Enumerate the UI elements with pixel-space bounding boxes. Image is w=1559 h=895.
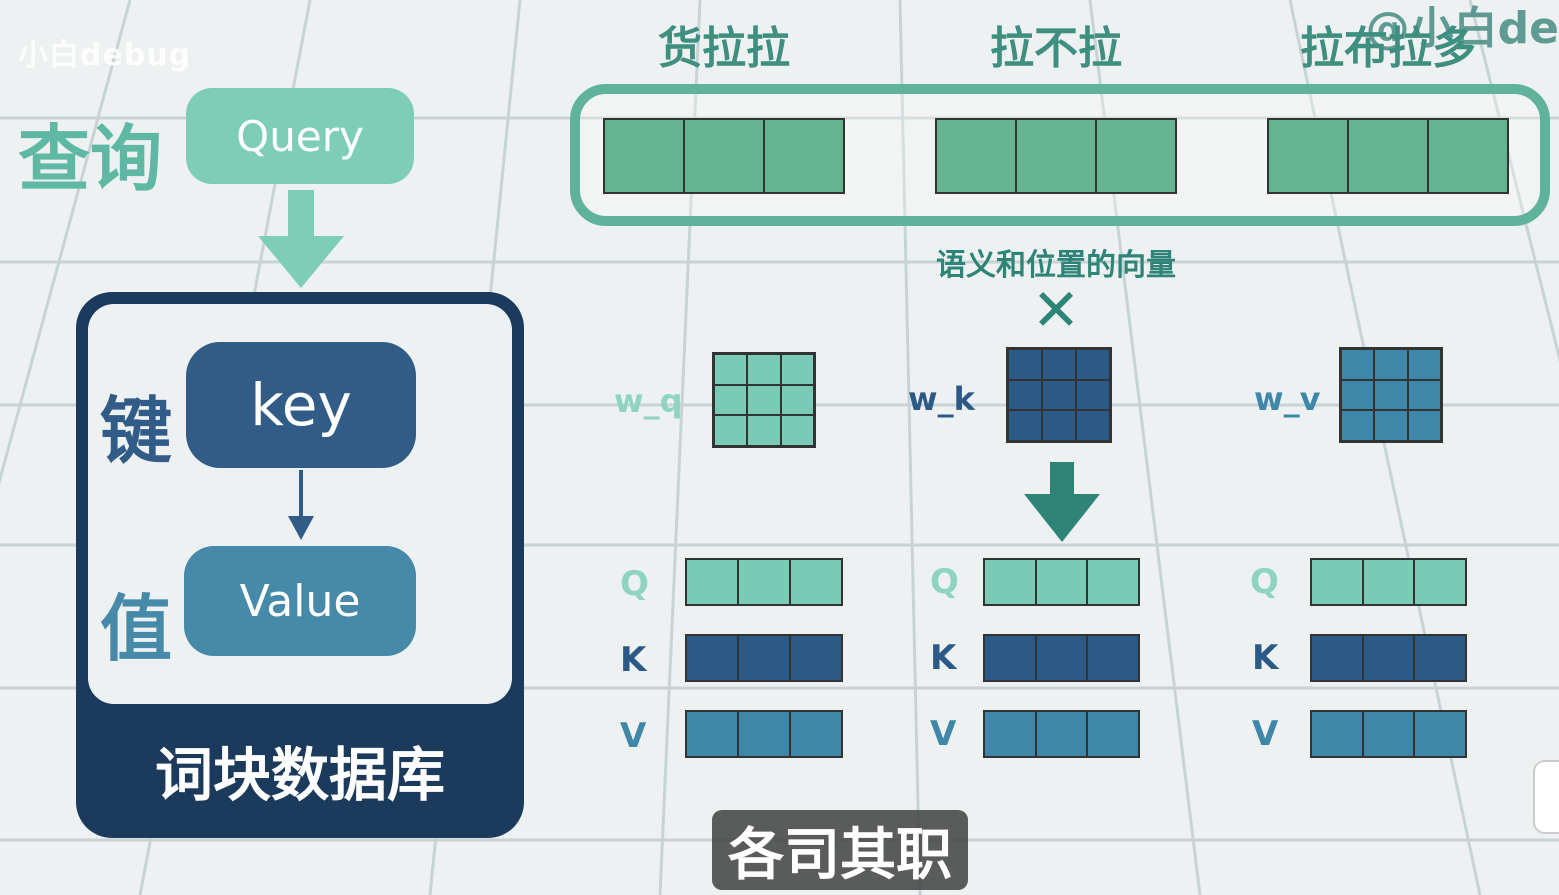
weight-label-q: w_q — [614, 382, 683, 420]
weight-label-v: w_v — [1254, 380, 1321, 418]
k-vector-3 — [1310, 634, 1467, 682]
key-cn-label: 键 — [100, 389, 173, 473]
q-vector-1 — [685, 558, 843, 606]
value-cn-label: 值 — [100, 587, 173, 671]
token-label-3: 拉布拉多 — [1300, 23, 1476, 74]
key-to-value-arrow-icon — [288, 470, 314, 540]
v-vector-3 — [1310, 710, 1467, 758]
key-pill: key — [186, 342, 416, 468]
query-cn-label: 查询 — [18, 117, 163, 201]
v-label-3: V — [1252, 714, 1279, 754]
k-label-3: K — [1252, 638, 1279, 678]
token-label-2: 拉不拉 — [990, 23, 1122, 74]
weight-matrix-v — [1339, 347, 1443, 443]
edge-handle[interactable] — [1533, 760, 1559, 834]
multiply-icon: ✕ — [1031, 276, 1081, 344]
k-label-1: K — [620, 640, 647, 680]
k-label-2: K — [930, 638, 957, 678]
weight-label-k: w_k — [908, 380, 975, 418]
token-vector-1 — [603, 118, 845, 194]
vector-caption: 语义和位置的向量 — [936, 248, 1176, 283]
watermark-right: @小白de — [1365, 3, 1559, 54]
q-vector-2 — [983, 558, 1140, 606]
value-pill: Value — [184, 546, 416, 656]
weight-matrix-k — [1006, 347, 1112, 443]
watermark-left: 小白debug — [18, 38, 192, 73]
v-vector-2 — [983, 710, 1140, 758]
query-pill: Query — [186, 88, 414, 184]
q-label-3: Q — [1250, 562, 1279, 602]
k-vector-2 — [983, 634, 1140, 682]
token-vector-3 — [1267, 118, 1509, 194]
v-label-2: V — [930, 714, 957, 754]
token-vector-2 — [935, 118, 1177, 194]
k-vector-1 — [685, 634, 843, 682]
token-label-1: 货拉拉 — [658, 23, 790, 74]
weight-matrix-q — [712, 352, 816, 448]
token-database-label: 词块数据库 — [154, 741, 445, 809]
result-down-arrow-icon — [1024, 462, 1100, 542]
v-vector-1 — [685, 710, 843, 758]
down-arrow-icon — [258, 190, 344, 288]
q-label-1: Q — [620, 564, 649, 604]
subtitle-caption: 各司其职 — [712, 810, 968, 890]
q-label-2: Q — [930, 562, 959, 602]
q-vector-3 — [1310, 558, 1467, 606]
v-label-1: V — [620, 716, 647, 756]
